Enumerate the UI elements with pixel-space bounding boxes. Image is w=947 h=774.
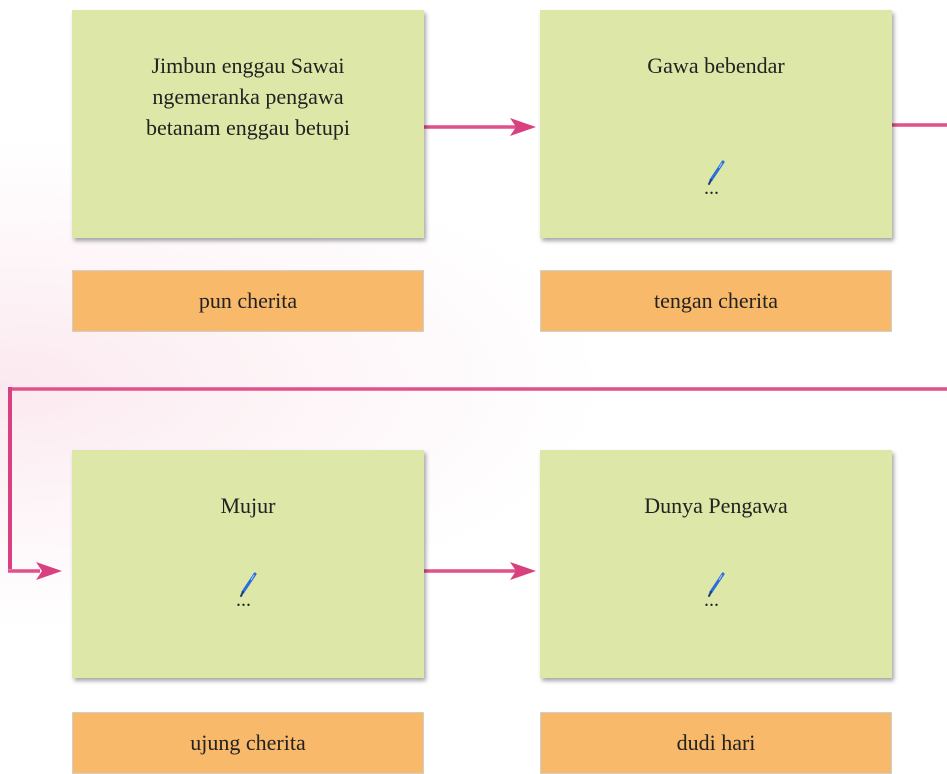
stage-label-pun: pun cherita <box>72 270 424 332</box>
stage-label-tengan: tengan cherita <box>540 270 892 332</box>
stage-label-text: tengan cherita <box>654 288 778 313</box>
stage-label-dudi: dudi hari <box>540 712 892 774</box>
arrow-return-line <box>8 387 947 580</box>
stage-label-text: ujung cherita <box>190 730 306 755</box>
ellipsis-text: ... <box>704 589 719 611</box>
pen-icon[interactable]: ... <box>701 160 731 199</box>
pen-icon[interactable]: ... <box>701 572 731 611</box>
story-box-ujung: Mujur ... <box>72 450 424 678</box>
box-text-line: betanam enggau betupi <box>145 115 351 140</box>
story-box-dudi: Dunya Pengawa ... <box>540 450 892 678</box>
arrow-pun-to-tengan <box>424 118 536 136</box>
box-text-line: Dunya Pengawa <box>644 493 788 518</box>
story-box-pun: Jimbun enggau Sawai ngemeranka pengawa b… <box>72 10 424 238</box>
arrow-tengan-exit <box>891 123 947 127</box>
stage-label-text: dudi hari <box>676 730 756 755</box>
box-text-line: ngemeranka pengawa <box>152 84 344 109</box>
ellipsis-text: ... <box>236 589 251 611</box>
box-text-line: Jimbun enggau Sawai <box>151 53 345 78</box>
stage-label-text: pun cherita <box>198 288 298 313</box>
story-box-tengan: Gawa bebendar ... <box>540 10 892 238</box>
pen-icon[interactable]: ... <box>233 572 263 611</box>
box-text-line: Mujur <box>220 493 276 518</box>
box-text-line: Gawa bebendar <box>647 53 785 78</box>
stage-label-ujung: ujung cherita <box>72 712 424 774</box>
ellipsis-text: ... <box>704 177 719 199</box>
arrow-ujung-to-dudi <box>424 562 536 580</box>
